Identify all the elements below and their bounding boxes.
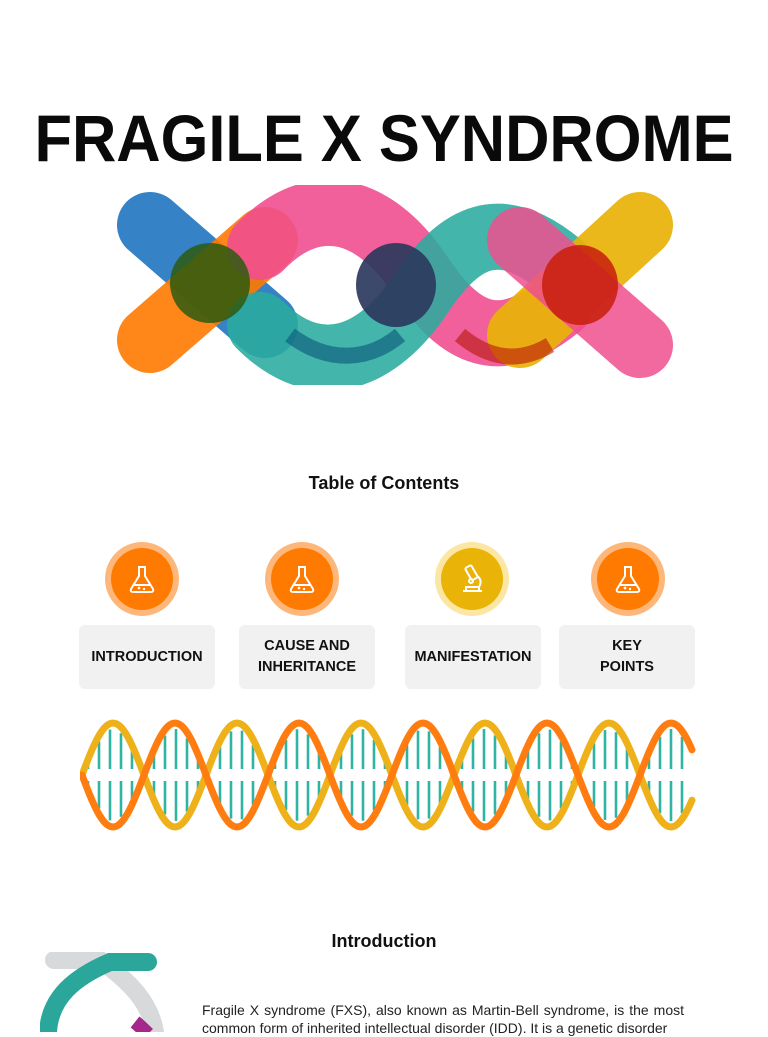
toc-heading: Table of Contents bbox=[308, 473, 460, 493]
dna-strand-orange bbox=[80, 719, 696, 831]
flask-icon bbox=[289, 566, 315, 593]
toc-item-introduction-icon-wrap[interactable] bbox=[105, 542, 179, 616]
chromosome-x-illustration bbox=[117, 185, 673, 385]
flask-icon bbox=[129, 566, 155, 593]
toc-item-cause-icon-wrap[interactable] bbox=[265, 542, 339, 616]
intro-paragraph: Fragile X syndrome (FXS), also known as … bbox=[202, 1002, 684, 1036]
page-title: FRAGILE X SYNDROME bbox=[34, 101, 734, 175]
dna-helix-illustration bbox=[80, 719, 696, 831]
ribbon-decoration bbox=[40, 952, 164, 1032]
toc-item-introduction[interactable]: INTRODUCTION bbox=[79, 625, 215, 689]
toc-item-manifestation-icon-wrap[interactable] bbox=[435, 542, 509, 616]
toc-item-manifestation[interactable]: MANIFESTATION bbox=[405, 625, 541, 689]
toc-item-keypoints-icon-wrap[interactable] bbox=[591, 542, 665, 616]
toc-item-key-points[interactable]: KEY POINTS bbox=[559, 625, 695, 689]
section-heading-introduction: Introduction bbox=[331, 931, 437, 951]
microscope-icon bbox=[463, 564, 482, 592]
dna-strand-yellow bbox=[80, 719, 696, 831]
flask-icon bbox=[615, 566, 641, 593]
toc-item-cause-and-inheritance[interactable]: CAUSE AND INHERITANCE bbox=[239, 625, 375, 689]
